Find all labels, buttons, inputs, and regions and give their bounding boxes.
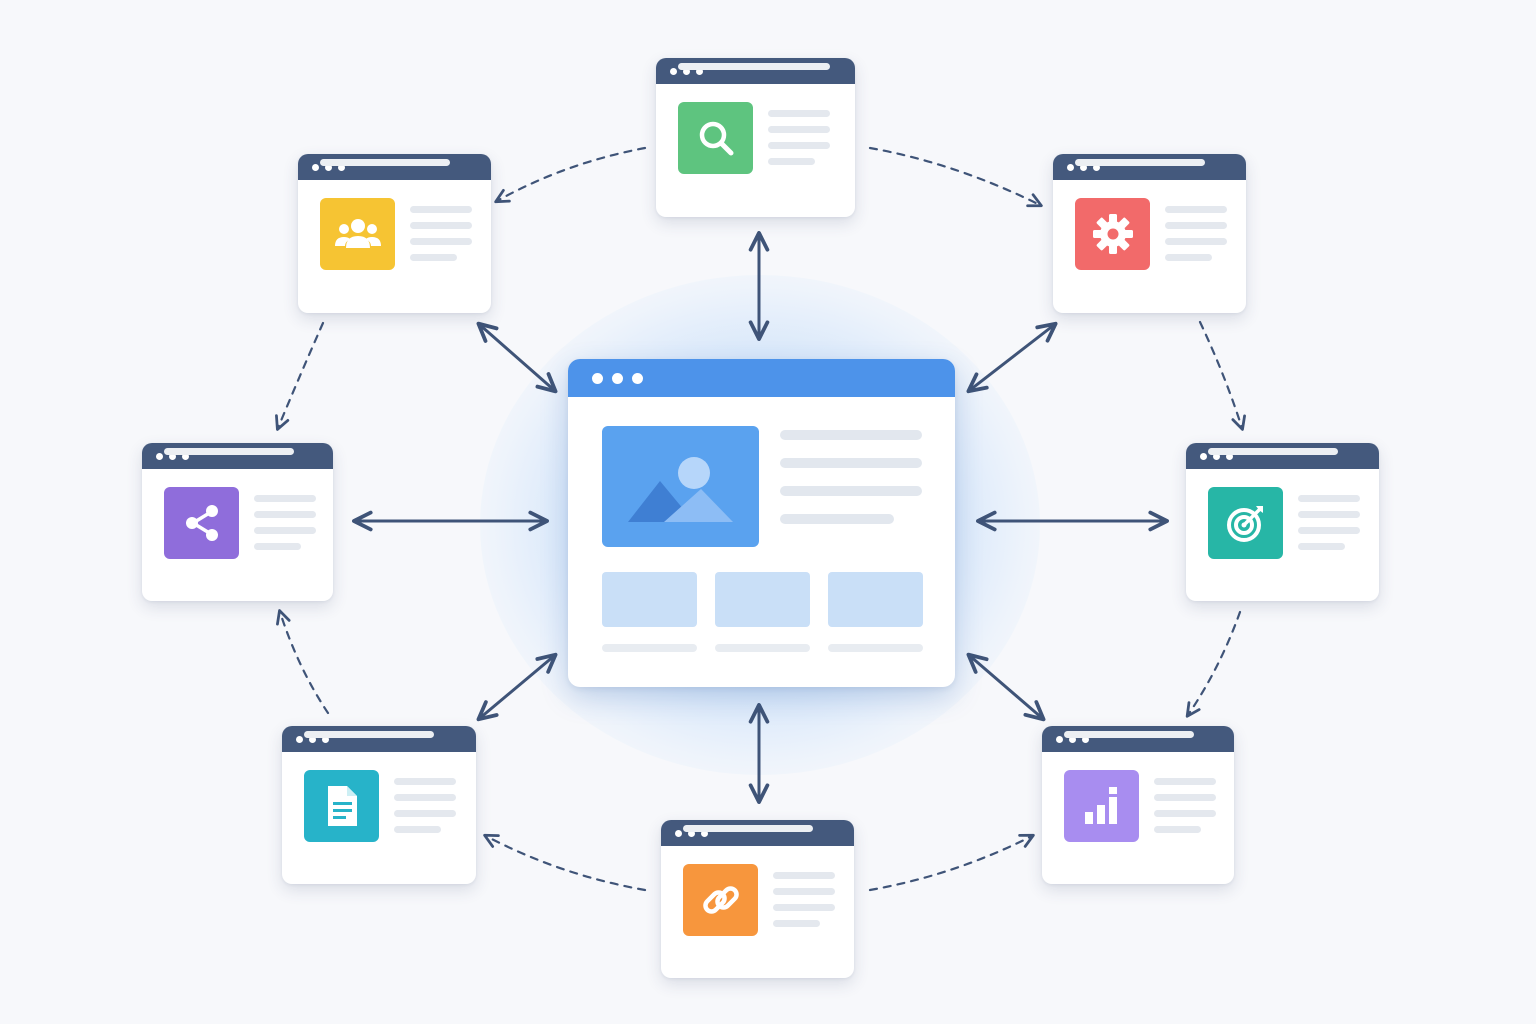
window-dot [696,67,703,75]
dashed-users-share [275,321,325,431]
window-dot [612,372,623,384]
link-window[interactable] [661,820,854,978]
text-placeholder-lines [1154,778,1216,842]
window-dot [1069,735,1076,743]
window-dot [1080,163,1087,171]
text-placeholder-lines [768,110,830,174]
content-card [602,572,697,652]
footer-placeholder [164,448,294,455]
document-tile [304,770,379,842]
target-tile [1208,487,1283,559]
footer-placeholder [320,159,450,166]
share-icon [185,505,218,541]
footer-placeholder [1208,448,1338,455]
footer-placeholder [683,825,813,832]
window-dot [1226,452,1233,460]
window-dot [309,735,316,743]
text-placeholder-lines [1165,206,1227,270]
settings-window[interactable] [1053,154,1246,313]
window-dot [675,829,682,837]
window-dot [592,372,603,384]
search-window[interactable] [656,58,855,217]
search-icon [699,121,733,156]
card-row [602,572,923,652]
window-dot [1056,735,1063,743]
users-window[interactable] [298,154,491,313]
target-window[interactable] [1186,443,1379,601]
window-dot [169,452,176,460]
window-dot [312,163,319,171]
window-dot [1200,452,1207,460]
window-titlebar [1186,443,1379,469]
document-icon [327,786,357,826]
window-dot [156,452,163,460]
window-dot [632,372,643,384]
dashed-search-users [494,146,647,204]
window-titlebar [661,820,854,846]
text-placeholder-lines [410,206,472,270]
analytics-window[interactable] [1042,726,1234,884]
window-dot [182,452,189,460]
window-dot [701,829,708,837]
dashed-target-analytics [1185,610,1242,718]
window-titlebar [298,154,491,180]
window-titlebar [282,726,476,752]
image-icon [628,457,733,522]
share-window[interactable] [142,443,333,601]
dashed-settings-target [1198,320,1246,431]
window-dot [1093,163,1100,171]
footer-placeholder [1075,159,1205,166]
analytics-tile [1064,770,1139,842]
target-icon [1226,506,1263,542]
dashed-document-share [276,609,330,715]
window-dot [1082,735,1089,743]
window-dot [325,163,332,171]
users-icon [334,219,381,248]
footer-placeholder [304,731,434,738]
central-webpage-window[interactable] [568,359,955,687]
window-dot [338,163,345,171]
footer-placeholder [1064,731,1194,738]
settings-tile [1075,198,1150,270]
text-placeholder-lines [254,495,316,559]
window-dot [1067,163,1074,171]
footer-placeholder [678,63,830,70]
window-dot [670,67,677,75]
window-titlebar [1053,154,1246,180]
arrow-center-users [476,321,558,394]
document-window[interactable] [282,726,476,884]
content-card [715,572,810,652]
search-tile [678,102,753,174]
window-dot [296,735,303,743]
text-placeholder-lines [1298,495,1360,559]
bar-chart-icon [1084,787,1117,824]
window-dot [1213,452,1220,460]
main-window-titlebar [568,359,955,397]
dashed-search-settings [868,146,1043,208]
window-dot [688,829,695,837]
main-text-placeholder-lines [780,430,922,542]
link-tile [683,864,758,936]
content-card [828,572,923,652]
window-titlebar [142,443,333,469]
link-icon [702,886,739,914]
text-placeholder-lines [773,872,835,936]
arrow-center-analytics [966,652,1046,722]
window-titlebar [656,58,855,84]
share-tile [164,487,239,559]
users-tile [320,198,395,270]
dashed-link-document [483,833,647,892]
arrow-center-document [476,652,558,722]
window-titlebar [1042,726,1234,752]
arrow-center-settings [966,321,1058,394]
dashed-link-analytics [868,833,1035,892]
hero-image-placeholder [602,426,759,547]
text-placeholder-lines [394,778,456,842]
window-dot [683,67,690,75]
window-dot [322,735,329,743]
gear-icon [1092,214,1133,254]
